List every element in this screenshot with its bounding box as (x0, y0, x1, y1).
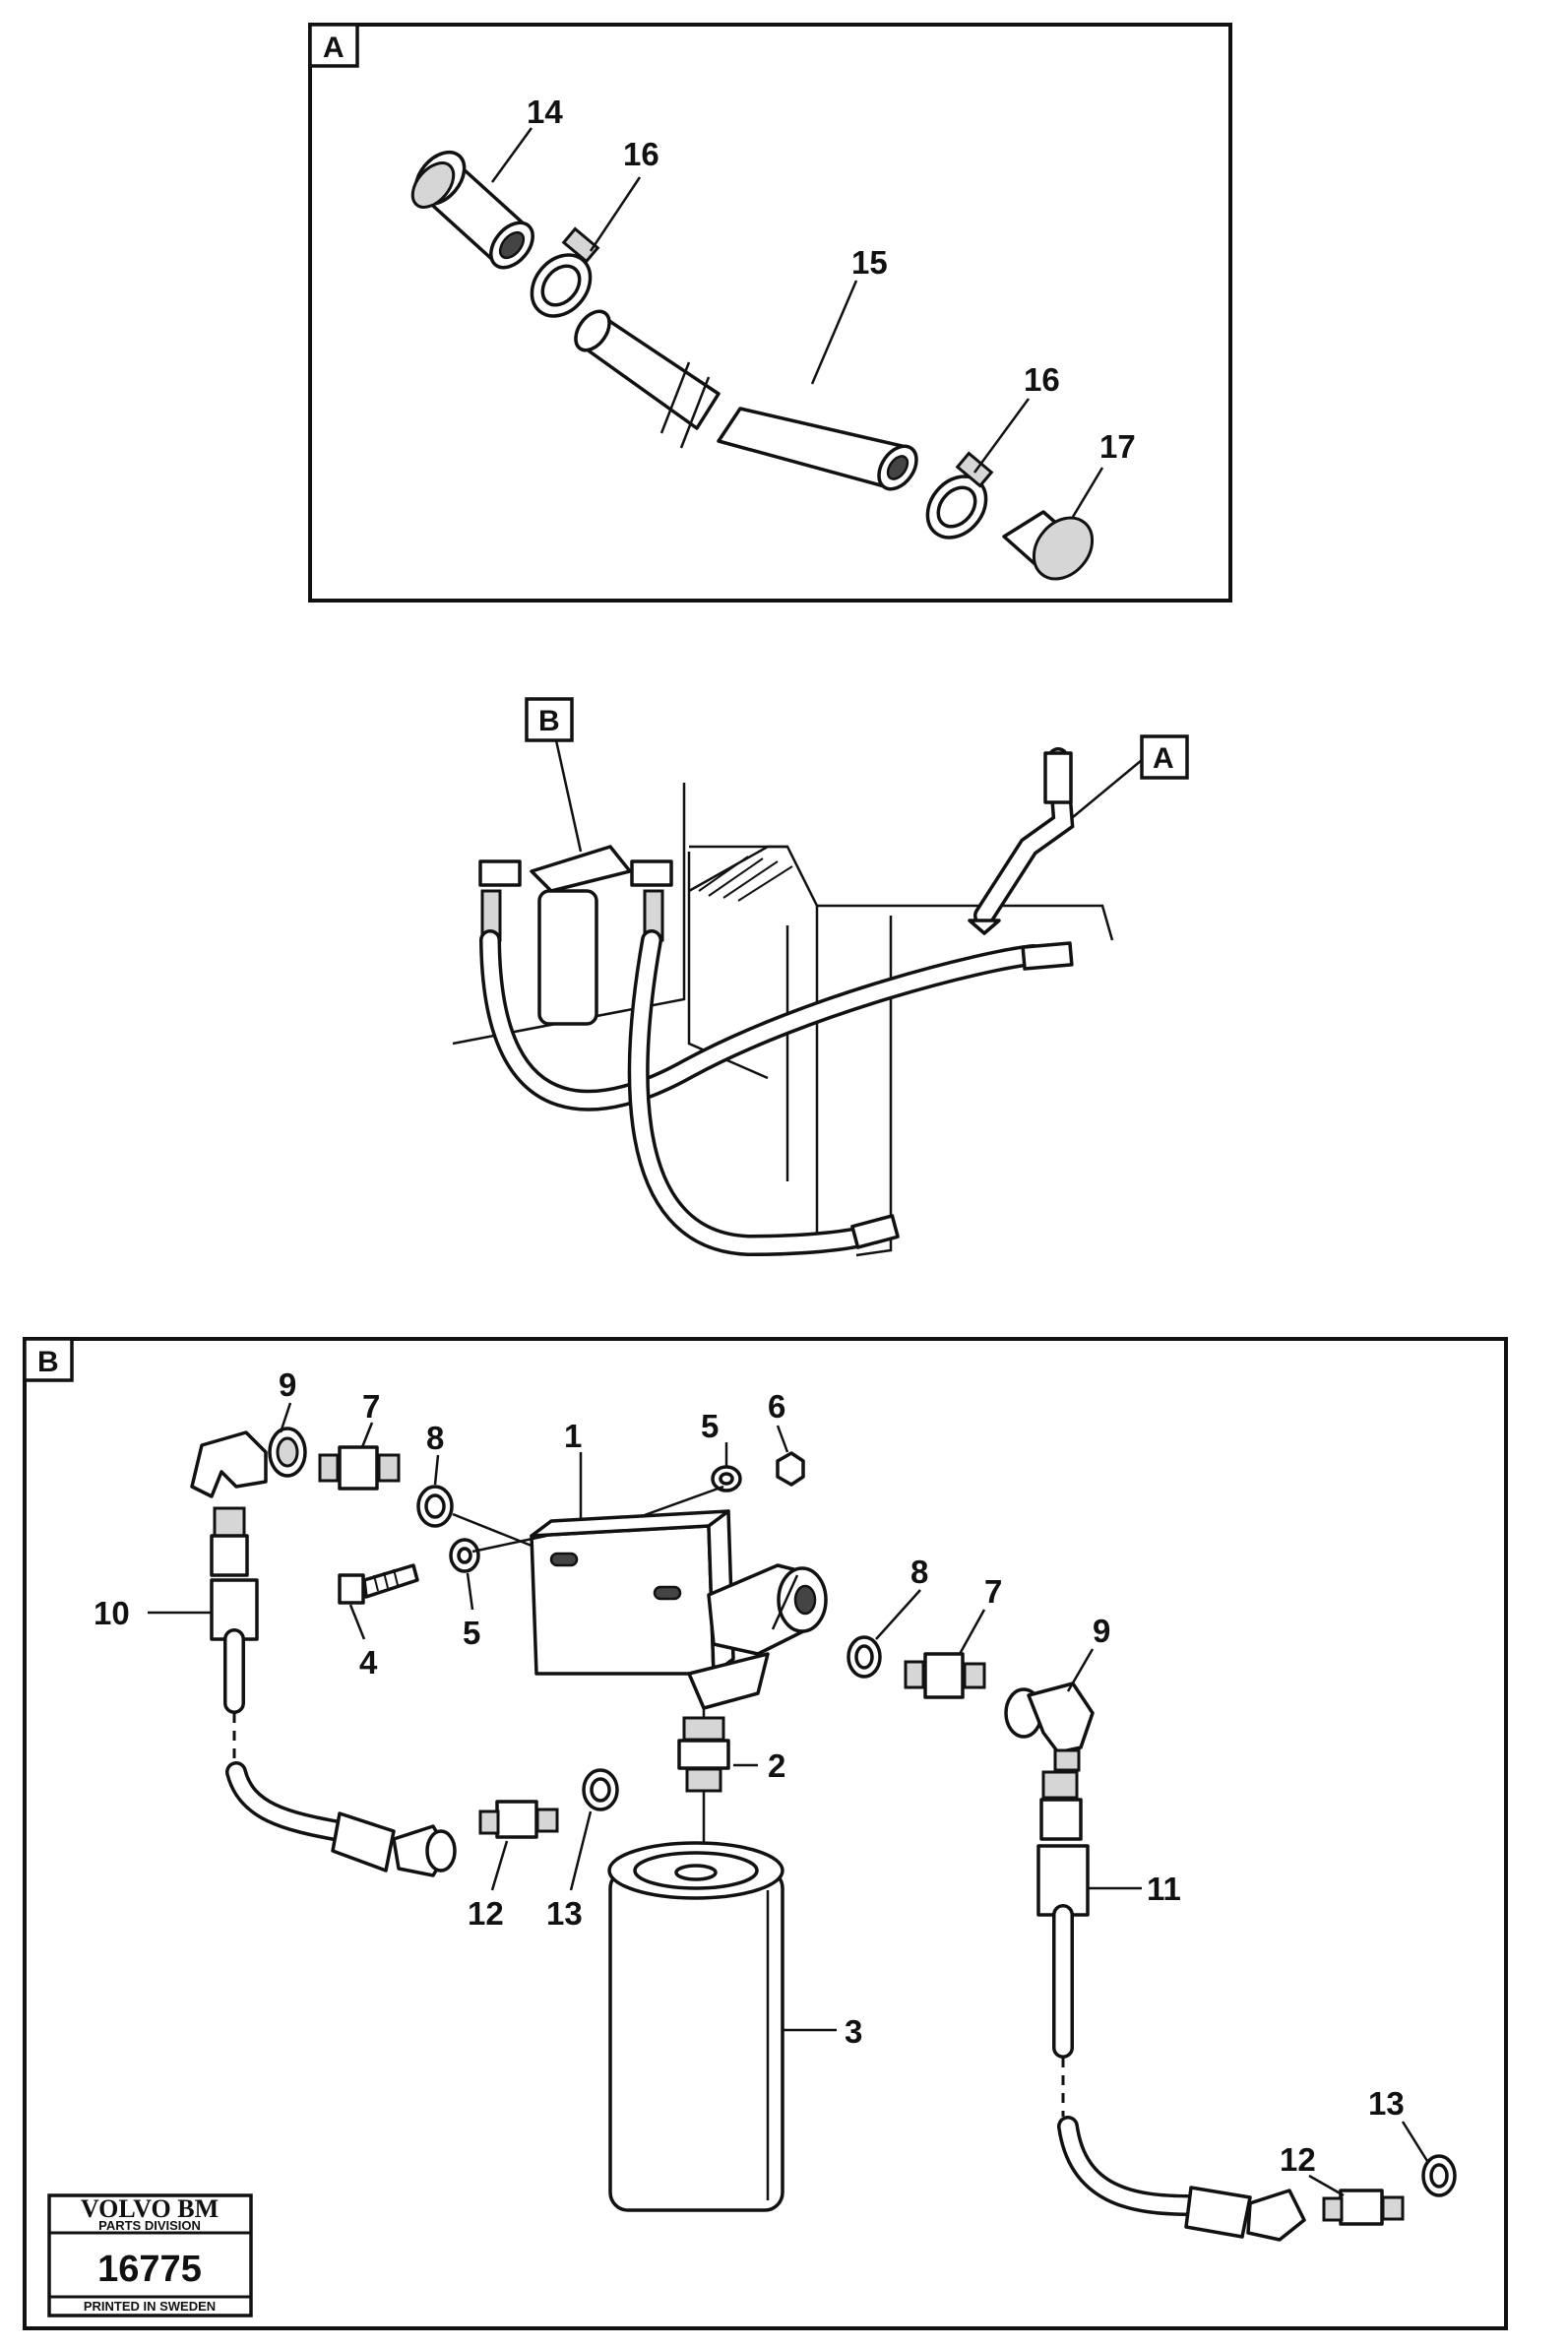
part-6-nut (776, 1451, 805, 1487)
overview-hoses (479, 929, 1074, 1257)
overview-installation: B A (452, 697, 1189, 1257)
callout-6: 6 (768, 1388, 785, 1425)
callout-16-lower: 16 (1024, 361, 1060, 398)
callout-10: 10 (94, 1595, 130, 1631)
callout-13-right: 13 (1368, 2085, 1405, 2122)
detail-a-tag: A (323, 32, 345, 64)
stamp-division: PARTS DIVISION (98, 2218, 201, 2233)
callout-5-right: 5 (701, 1408, 719, 1444)
part-2-nipple (677, 1708, 730, 1851)
callout-9-right: 9 (1093, 1613, 1110, 1649)
stamp-printed: PRINTED IN SWEDEN (84, 2299, 216, 2314)
volvo-bm-stamp: VOLVO BM PARTS DIVISION 16775 PRINTED IN… (47, 2193, 253, 2317)
callout-16-upper: 16 (623, 136, 659, 172)
detail-b-tag: B (37, 1346, 59, 1378)
filter-assembly (478, 845, 673, 1026)
left-fittings (190, 1427, 533, 1548)
stamp-number: 16775 (97, 2249, 202, 2290)
hatching (698, 856, 793, 902)
callout-12-right: 12 (1280, 2141, 1316, 2178)
callout-2: 2 (768, 1747, 785, 1784)
callout-17: 17 (1099, 428, 1136, 465)
right-fittings (847, 1635, 1095, 1772)
part-1-bracket (530, 1509, 828, 1710)
callout-8-right: 8 (910, 1554, 928, 1590)
part-17-cap (1002, 510, 1095, 581)
part-15-hose (574, 309, 918, 491)
part-3-filter (607, 1841, 784, 2212)
part-11-hose (1036, 1770, 1306, 2242)
callout-3: 3 (845, 2013, 862, 2050)
callout-4: 4 (359, 1644, 378, 1681)
callout-1: 1 (564, 1418, 582, 1454)
callout-15: 15 (851, 244, 888, 281)
overview-tag-b: B (538, 705, 560, 737)
callout-11: 11 (1147, 1871, 1181, 1907)
breather-pipe (968, 747, 1075, 935)
callout-13-left: 13 (546, 1895, 583, 1932)
part-12-adapter-right (1339, 2189, 1384, 2226)
callout-9-left: 9 (279, 1366, 296, 1403)
callout-5-left: 5 (463, 1615, 480, 1651)
callout-14: 14 (527, 94, 563, 130)
callout-8-left: 8 (426, 1420, 444, 1456)
callout-7-right: 7 (984, 1573, 1002, 1610)
callout-7-left: 7 (362, 1388, 380, 1425)
part-16-clamp-lower (925, 451, 994, 540)
detail-a-panel: A (308, 23, 1232, 603)
part-10-hose (210, 1506, 457, 1877)
part-16-clamp-upper (530, 226, 600, 318)
detail-b-panel: B (23, 1337, 1508, 2330)
part-12-adapter-left (495, 1800, 538, 1839)
callout-12-left: 12 (468, 1895, 504, 1932)
part-4-bolt (338, 1563, 419, 1605)
overview-tag-a: A (1153, 742, 1174, 775)
part-14-sleeve (410, 150, 534, 270)
stamp-brand: VOLVO BM (81, 2194, 219, 2223)
